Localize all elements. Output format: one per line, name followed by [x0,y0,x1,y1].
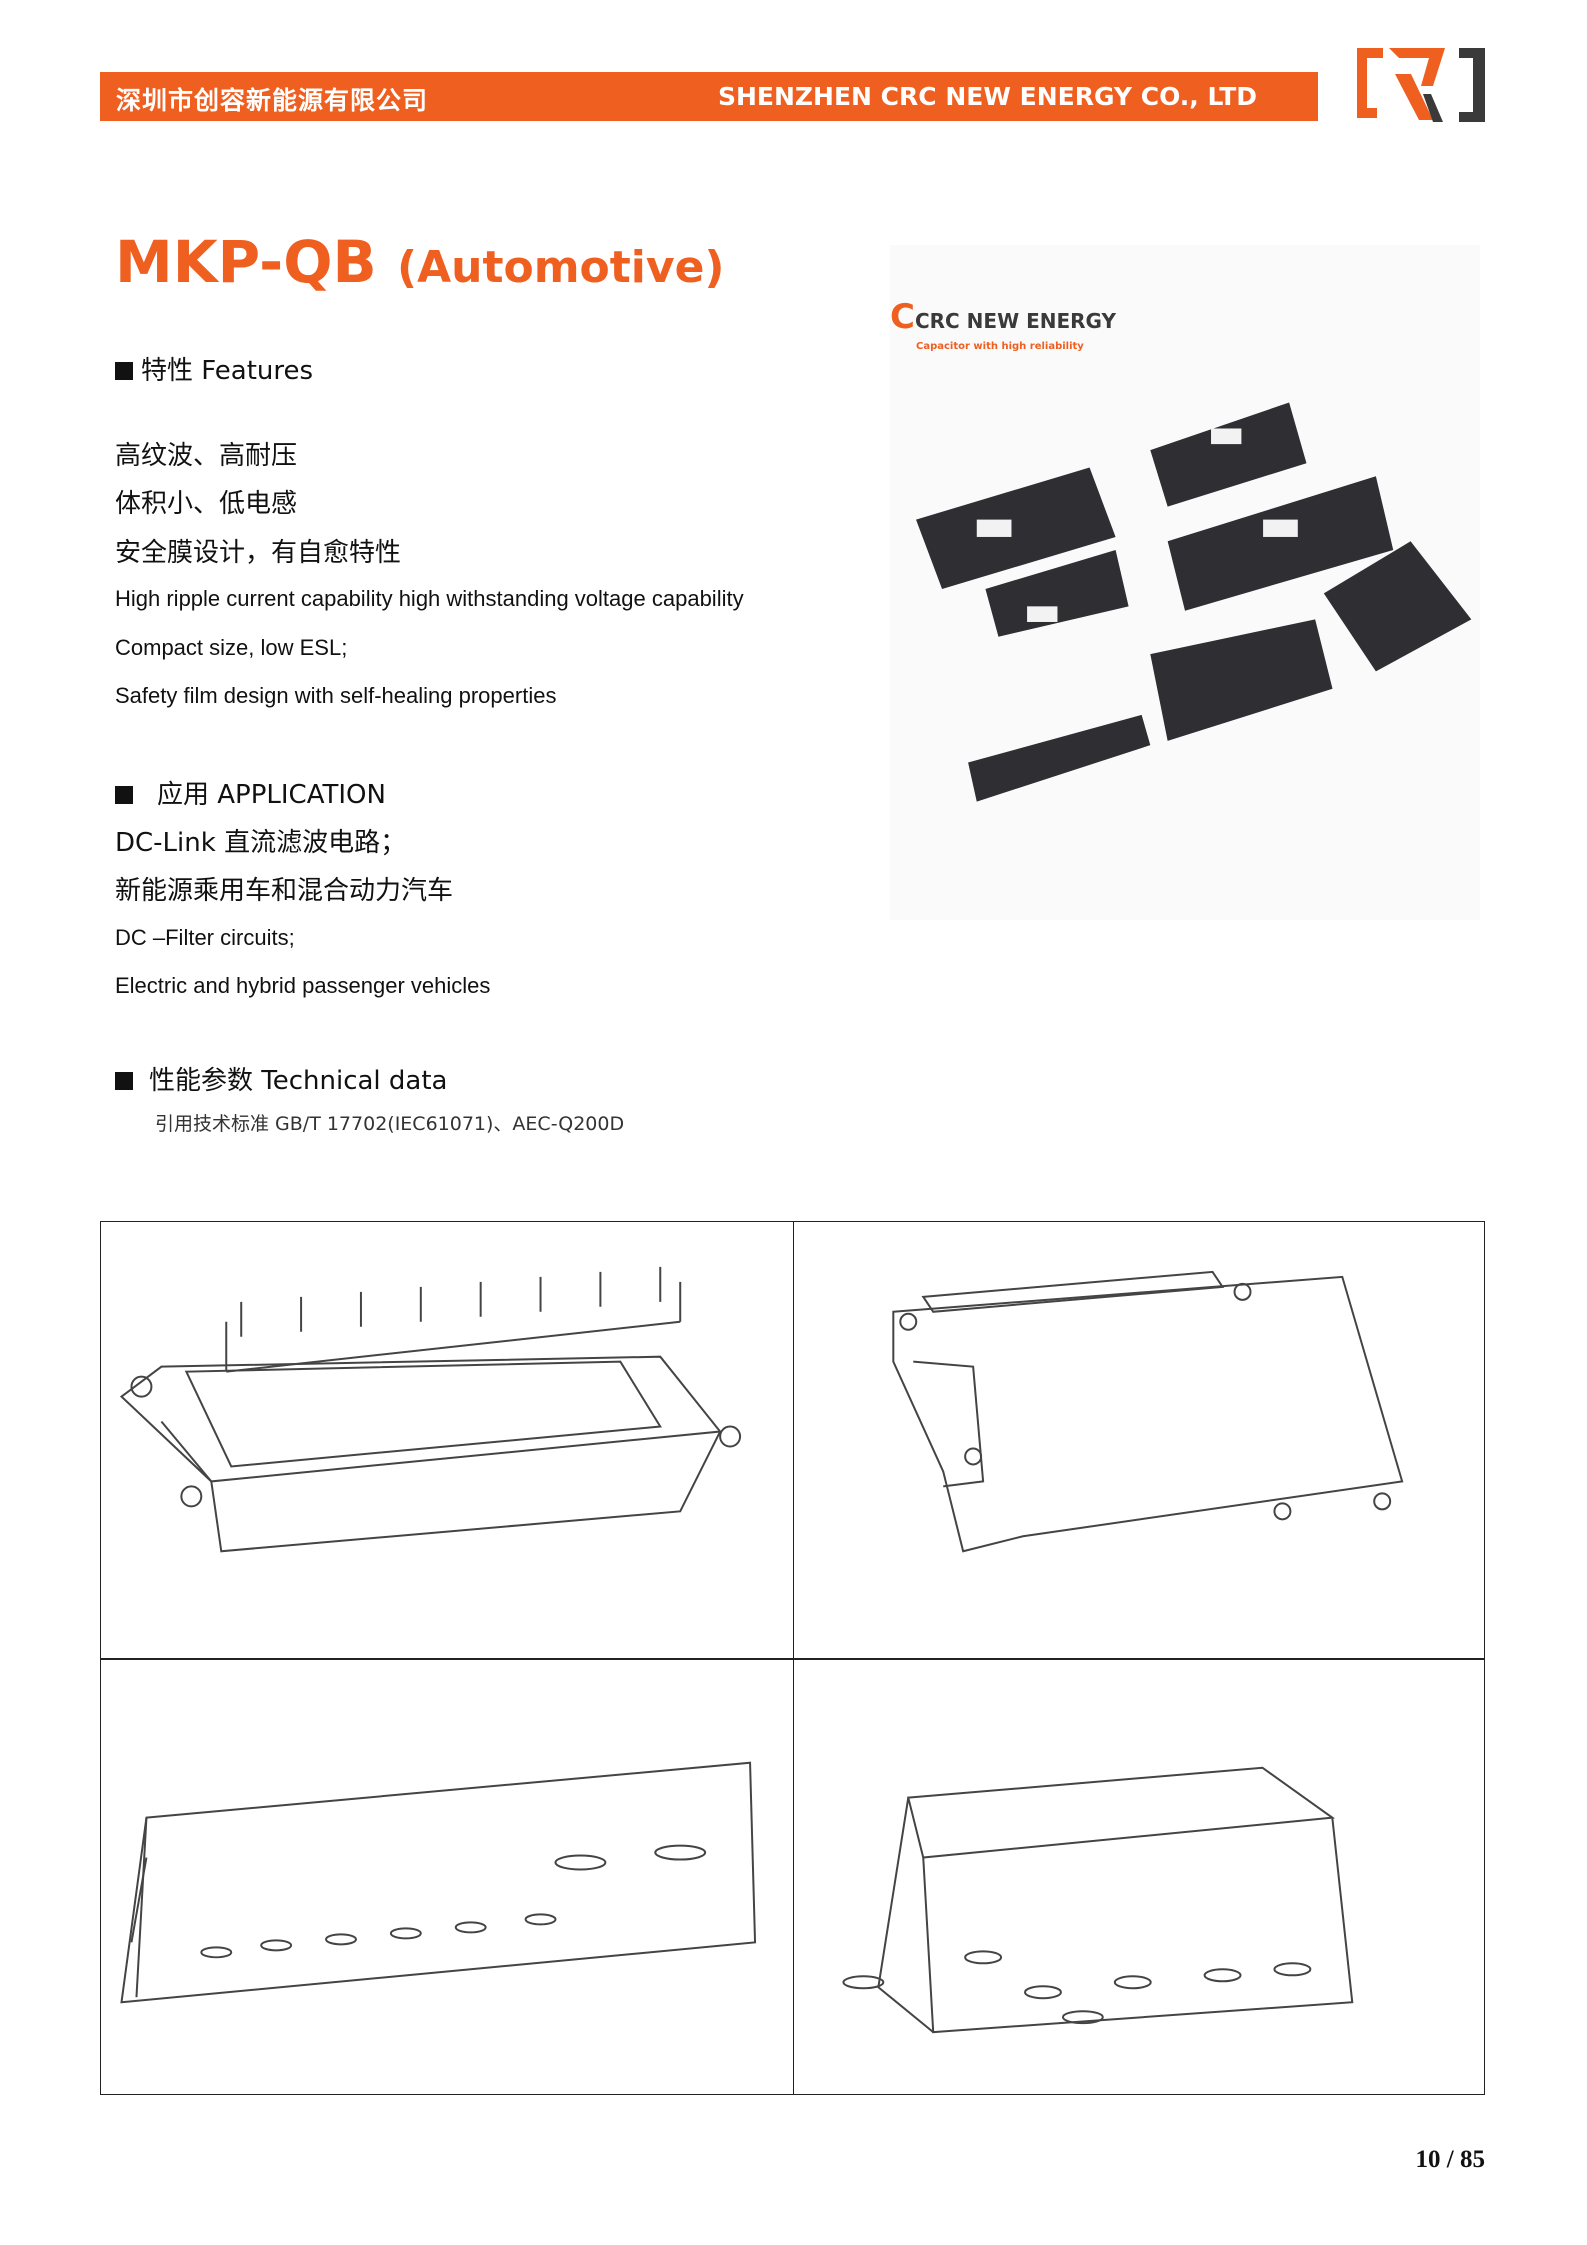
application-item: DC-Link 直流滤波电路； [115,828,407,858]
product-photo: CCRC NEW ENERGY Capacitor with high reli… [890,245,1480,920]
bullet-square-icon [115,362,133,380]
model-variant: (Automotive) [396,242,725,293]
drawing-side-view-icon [841,1766,1353,2034]
page-number: 10 / 85 [1415,2146,1485,2173]
technical-standard: 引用技术标准 GB/T 17702(IEC61071)、AEC-Q200D [155,1113,625,1135]
application-heading: 应用 APPLICATION [115,774,386,811]
photo-brand: CCRC NEW ENERGY [890,297,1117,337]
model-name: MKP-QB [115,228,377,296]
drawing-front-view-icon [120,1761,757,2004]
company-name-en: SHENZHEN CRC NEW ENERGY CO., LTD [718,82,1258,111]
feature-item: High ripple current capability high with… [115,586,744,611]
page-title: MKP-QB (Automotive) [115,228,725,296]
feature-item: Safety film design with self-healing pro… [115,683,557,708]
feature-item: 高纹波、高耐压 [115,441,298,471]
crc-logo-icon [1357,48,1485,122]
grid-divider [101,1658,1484,1660]
capacitor-products-icon [916,402,1472,802]
technical-heading: 性能参数 Technical data [115,1060,447,1097]
feature-item: 体积小、低电感 [115,489,298,519]
drawing-bottom-view-icon [119,1266,742,1553]
features-heading: 特性 Features [115,350,313,387]
application-item: Electric and hybrid passenger vehicles [115,973,491,998]
feature-item: 安全膜设计，有自愈特性 [115,538,402,568]
feature-item: Compact size, low ESL; [115,635,348,660]
application-item: DC –Filter circuits; [115,925,295,950]
bullet-square-icon [115,1072,133,1090]
company-name-cn: 深圳市创容新能源有限公司 [116,86,429,115]
bullet-square-icon [115,786,133,804]
drawing-top-view-icon [891,1270,1403,1553]
header-bar: 深圳市创容新能源有限公司 SHENZHEN CRC NEW ENERGY CO.… [100,72,1318,121]
drawing-grid [100,1221,1485,2095]
photo-tagline: Capacitor with high reliability [916,341,1084,352]
application-item: 新能源乘用车和混合动力汽车 [115,876,454,906]
